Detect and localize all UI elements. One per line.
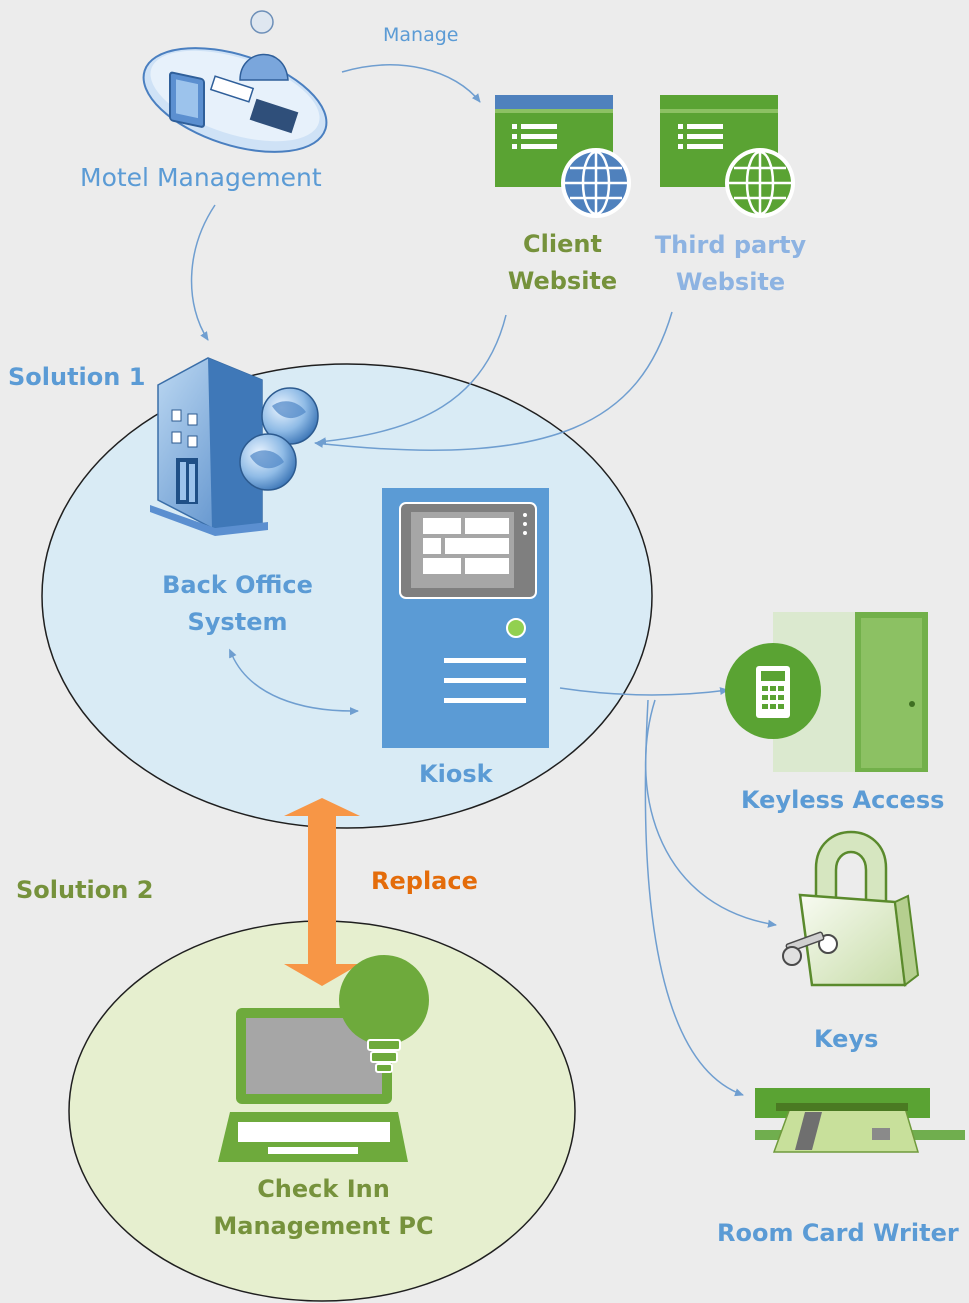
keyless-door-keypad-icon <box>725 612 928 772</box>
keyless-access-label: Keyless Access <box>741 786 945 814</box>
thirdparty-to-backoffice-arrow <box>314 311 673 451</box>
card-writer-icon <box>755 1088 965 1153</box>
website-globe-icon <box>660 95 795 218</box>
client-website-label-line1: Client <box>523 230 602 258</box>
website-globe-icon <box>495 95 631 218</box>
kiosk-label: Kiosk <box>419 760 493 788</box>
third-party-website-label-line2: Website <box>675 268 786 296</box>
kiosk-to-keys-arrow <box>644 699 777 928</box>
back-office-label-line2: System <box>187 608 288 636</box>
kiosk-to-cardwriter-arrow <box>644 699 744 1097</box>
management-to-backoffice-arrow <box>190 204 216 341</box>
backoffice-kiosk-bidirectional-arrow <box>229 648 359 716</box>
motel-management-label: Motel Management <box>80 163 322 192</box>
client-to-backoffice-arrow <box>317 314 507 446</box>
connector-lines <box>190 64 777 1097</box>
kiosk-to-keyless-arrow <box>559 687 729 696</box>
manage-label: Manage <box>383 24 459 46</box>
check-inn-pc-label: Check Inn Management PC <box>186 1174 461 1241</box>
solution1-label: Solution 1 <box>8 363 146 391</box>
replace-double-arrow <box>284 798 360 986</box>
manage-arrow <box>341 64 481 103</box>
client-website-label-line2: Website <box>507 267 618 295</box>
keys-label: Keys <box>814 1025 879 1053</box>
kiosk-terminal-icon <box>382 488 549 748</box>
solution2-label: Solution 2 <box>16 876 154 904</box>
padlock-key-icon <box>782 830 920 987</box>
check-inn-pc-label-line1: Check Inn <box>257 1175 390 1203</box>
laptop-lightbulb-icon <box>218 955 429 1162</box>
office-building-server-icon <box>150 357 319 536</box>
third-party-website-label: Third party Website <box>648 230 813 297</box>
room-card-writer-label: Room Card Writer <box>717 1219 959 1247</box>
check-inn-pc-label-line2: Management PC <box>213 1212 434 1240</box>
third-party-website-label-line1: Third party <box>654 231 807 259</box>
back-office-label: Back Office System <box>150 570 325 637</box>
back-office-label-line1: Back Office <box>162 571 313 599</box>
client-website-label: Client Website <box>490 229 635 296</box>
replace-label: Replace <box>371 867 478 895</box>
admin-workstation-icon <box>142 10 328 153</box>
